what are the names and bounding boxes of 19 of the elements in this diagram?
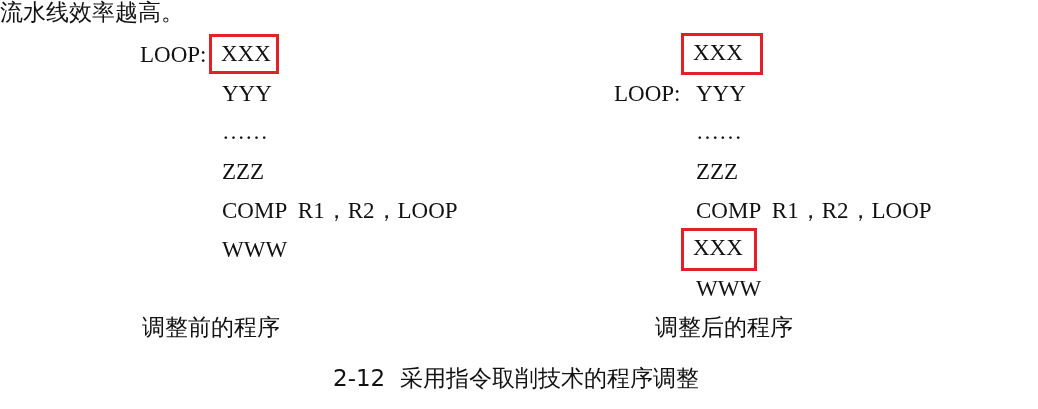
code-line: WWW [696,275,762,303]
code-line: WWW [222,236,288,264]
highlight-box: XXX [681,228,757,271]
code-line: COMP R1，R2，LOOP [222,197,458,225]
top-text: 流水线效率越高。 [0,0,184,26]
code-line: YYY [696,80,746,108]
subcaption: 调整后的程序 [655,313,793,341]
code-label: LOOP: [614,80,681,108]
code-line: …… [696,118,742,146]
highlight-box: XXX [681,33,763,75]
code-line: ZZZ [222,158,265,186]
code-line: …… [222,118,268,146]
code-line: COMP R1，R2，LOOP [696,197,932,225]
highlight-box: XXX [209,34,279,74]
code-line: YYY [222,80,272,108]
code-line: ZZZ [696,158,739,186]
figure-caption: 2-12 采用指令取削技术的程序调整 [333,364,699,392]
code-label: LOOP: [140,41,207,69]
subcaption: 调整前的程序 [142,313,280,341]
